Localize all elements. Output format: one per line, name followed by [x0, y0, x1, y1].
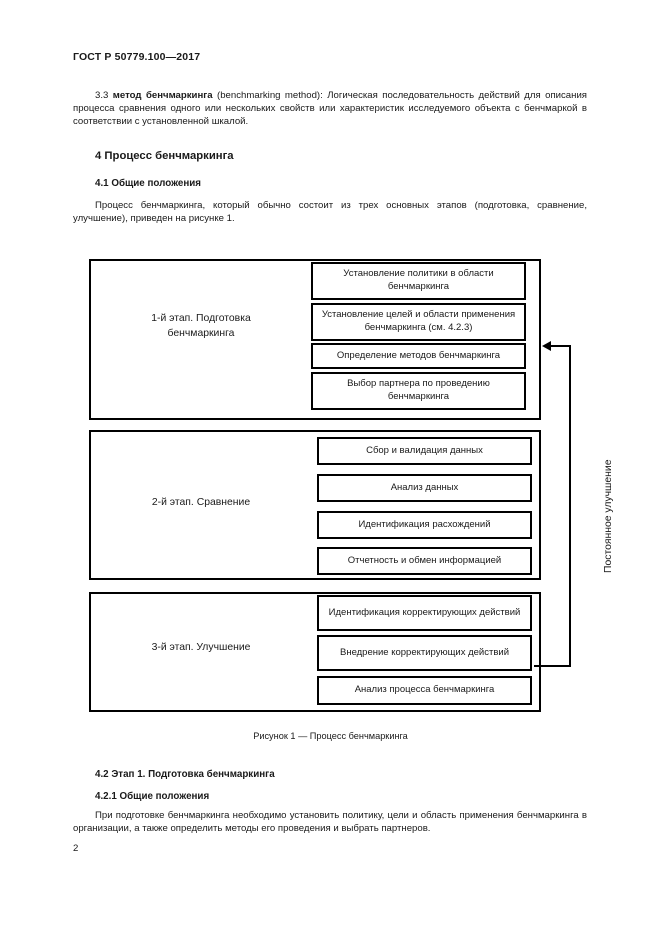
feedback-loop-top-segment: [551, 345, 571, 348]
stage-3-label-line-1: 3-й этап. Улучшение: [151, 642, 251, 653]
document-header-standard-number: ГОСТ Р 50779.100—2017: [73, 51, 201, 63]
clause-3-3-text: 3.3 метод бенчмаркинга (benchmarking met…: [73, 89, 587, 128]
clause-3-3-term: метод бенчмаркинга: [112, 90, 213, 101]
figure-1-caption: Рисунок 1 — Процесс бенчмаркинга: [253, 731, 408, 741]
heading-section-4-1: 4.1 Общие положения: [95, 178, 202, 189]
stage-3-item-identify-corrective: Идентификация корректирующих действий: [317, 595, 532, 631]
stage-2-item-data-collection: Сбор и валидация данных: [317, 437, 532, 465]
heading-section-4-2: 4.2 Этап 1. Подготовка бенчмаркинга: [95, 769, 275, 780]
stage-3-label: 3-й этап. Улучшение: [89, 641, 313, 656]
stage-1-label: 1-й этап. Подготовка бенчмаркинга: [89, 312, 313, 341]
paragraph-4-1-block: Процесс бенчмаркинга, который обычно сос…: [73, 199, 587, 225]
stage-1-item-methods: Определение методов бенчмаркинга: [311, 343, 526, 369]
heading-section-4-2-1: 4.2.1 Общие положения: [95, 791, 210, 802]
page-number: 2: [73, 843, 79, 854]
stage-3-item-process-analysis: Анализ процесса бенчмаркинга: [317, 676, 532, 705]
stage-1-label-line-2: бенчмаркинга: [167, 327, 235, 339]
paragraph-4-2-1-block: При подготовке бенчмаркинга необходимо у…: [73, 809, 587, 835]
stage-1-item-partner: Выбор партнера по проведению бенчмаркинг…: [311, 372, 526, 410]
stage-3-item-implement-corrective: Внедрение корректирующих действий: [317, 635, 532, 671]
heading-section-4: 4 Процесс бенчмаркинга: [95, 150, 234, 162]
paragraph-4-1-text: Процесс бенчмаркинга, который обычно сос…: [73, 200, 587, 225]
feedback-loop-arrowhead-icon: [542, 341, 551, 351]
stage-1-label-line-1: 1-й этап. Подготовка: [151, 313, 251, 324]
stage-1-item-goals-scope: Установление целей и области применения …: [311, 303, 526, 341]
stage-2-item-gap-identification: Идентификация расхождений: [317, 511, 532, 539]
feedback-loop-vertical-segment: [569, 345, 572, 667]
stage-2-label: 2-й этап. Сравнение: [89, 496, 313, 511]
clause-3-3-number: 3.3: [95, 90, 109, 101]
paragraph-4-2-1-text: При подготовке бенчмаркинга необходимо у…: [73, 810, 587, 835]
feedback-loop-bottom-segment: [534, 665, 571, 668]
clause-3-3-definition: (benchmarking method): Логическая послед…: [73, 90, 587, 128]
stage-2-item-reporting: Отчетность и обмен информацией: [317, 547, 532, 575]
stage-1-item-policy: Установление политики в области бенчмарк…: [311, 262, 526, 300]
continuous-improvement-label: Постоянное улучшение: [603, 459, 614, 574]
clause-3-3-paragraph: 3.3 метод бенчмаркинга (benchmarking met…: [73, 89, 587, 128]
stage-2-label-line-1: 2-й этап. Сравнение: [151, 497, 251, 508]
stage-2-item-data-analysis: Анализ данных: [317, 474, 532, 502]
